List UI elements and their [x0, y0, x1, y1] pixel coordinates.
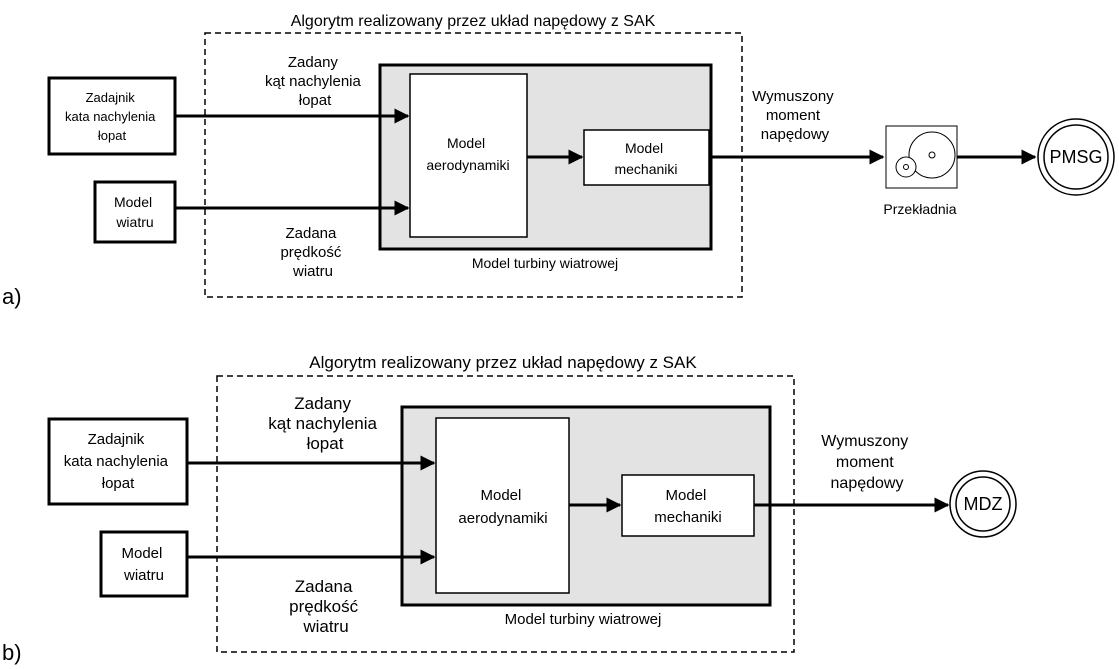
gearbox-icon — [885, 125, 958, 189]
mech-model-label-b: Model mechaniki — [654, 487, 722, 526]
panel-b-letter: b) — [2, 640, 22, 665]
algorithm-title-b: Algorytm realizowany przez układ napędow… — [309, 353, 697, 372]
pmsg-inner-circle — [1043, 124, 1109, 190]
pmsg-label: PMSG — [1049, 147, 1102, 167]
algorithm-boundary-b — [216, 375, 795, 653]
mdz-label: MDZ — [964, 494, 1003, 514]
pitch-setter-label-b: Zadajnik kata nachylenia łopat — [64, 431, 172, 492]
wind-model-label-b: Model wiatru — [121, 545, 166, 584]
algorithm-title-a: Algorytm realizowany przez układ napędow… — [291, 13, 656, 30]
pitch-setter-box-a — [47, 76, 177, 156]
panel-b: b) Algorytm realizowany przez układ napę… — [2, 353, 1017, 665]
torque-label-b: Wymuszony moment napędowy — [821, 433, 912, 492]
aero-model-box-b — [435, 417, 570, 594]
mech-model-label-a: Model mechaniki — [614, 140, 677, 177]
aero-model-box-a — [409, 73, 528, 238]
set-pitch-label-a: Zadany kąt nachylenia łopat — [265, 54, 365, 109]
algorithm-boundary-a — [204, 32, 743, 298]
torque-label-a: Wymuszony moment napędowy — [752, 88, 838, 143]
gearbox-small-hub — [903, 164, 909, 170]
gearbox-large-hub — [928, 151, 936, 159]
gearbox-label: Przekładnia — [883, 201, 956, 217]
set-wind-label-b: Zadana prędkość wiatru — [289, 577, 363, 636]
mech-model-box-a — [583, 129, 710, 186]
mech-model-box-b — [621, 474, 755, 537]
panel-a-letter: a) — [2, 284, 22, 309]
wind-model-label-a: Model wiatru — [114, 194, 156, 230]
set-pitch-label-b: Zadany kąt nachylenia łopat — [268, 394, 381, 453]
wind-model-box-b — [99, 530, 189, 598]
set-wind-label-a: Zadana prędkość wiatru — [280, 225, 345, 280]
aero-model-label-a: Model aerodynamiki — [426, 135, 509, 173]
aero-model-label-b: Model aerodynamiki — [458, 487, 547, 527]
wind-model-box-a — [93, 180, 177, 244]
panel-a: a) Algorytm realizowany przez układ napę… — [2, 13, 1115, 309]
pitch-setter-label-a: Zadajnik kata nachylenia łopat — [65, 90, 159, 143]
turbine-model-label-a: Model turbiny wiatrowej — [472, 255, 618, 271]
mdz-inner-circle — [955, 476, 1011, 532]
turbine-model-label-b: Model turbiny wiatrowej — [505, 611, 662, 628]
